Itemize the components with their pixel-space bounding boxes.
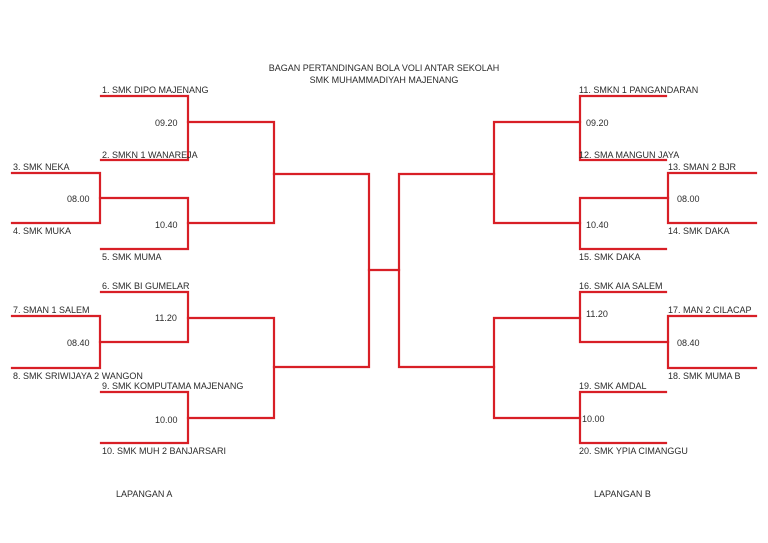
team-label: 4. SMK MUKA [13,226,71,236]
team-label: 14. SMK DAKA [668,226,730,236]
team-label: 20. SMK YPIA CIMANGGU [579,446,688,456]
match-time: 10.40 [586,220,609,230]
line-team7 [10,314,102,370]
line-team19 [578,390,668,445]
line-team15 [578,196,670,251]
line-right-bottom-semi [492,316,582,420]
match-time: 08.40 [67,338,90,348]
line-right-top-semi [492,120,582,225]
team-label: 8. SMK SRIWIJAYA 2 WANGON [13,371,143,381]
match-time: 08.40 [677,338,700,348]
line-left-final [272,172,371,369]
team-label: 17. MAN 2 CILACAP [668,305,752,315]
match-time: 10.40 [155,220,178,230]
line-team11 [578,94,668,162]
line-team16 [578,290,670,344]
line-team1 [99,94,190,162]
match-time: 11.20 [155,313,177,323]
team-label: 5. SMK MUMA [102,252,162,262]
team-label: 19. SMK AMDAL [579,381,647,391]
right-bracket-lines [367,94,758,445]
team-label: 11. SMKN 1 PANGANDARAN [579,85,698,95]
team-label: 2. SMKN 1 WANAREJA [102,150,198,160]
match-time: 11.20 [586,309,608,319]
team-label: 13. SMAN 2 BJR [668,162,737,172]
team-label: 12. SMA MANGUN JAYA [579,150,679,160]
match-time: 10.00 [582,414,605,424]
bracket-title-line1: BAGAN PERTANDINGAN BOLA VOLI ANTAR SEKOL… [269,63,500,73]
team-label: 16. SMK AIA SALEM [579,281,663,291]
team-label: 10. SMK MUH 2 BANJARSARI [102,446,226,456]
team-label: 15. SMK DAKA [579,252,641,262]
court-a-label: LAPANGAN A [116,489,172,499]
match-time: 09.20 [586,118,609,128]
team-label: 9. SMK KOMPUTAMA MAJENANG [102,381,243,391]
match-time: 10.00 [155,415,178,425]
team-label: 7. SMAN 1 SALEM [13,305,90,315]
match-time: 08.00 [677,194,700,204]
line-right-final [397,172,496,369]
match-time: 09.20 [155,118,178,128]
court-b-label: LAPANGAN B [594,489,651,499]
team-label: 1. SMK DIPO MAJENANG [102,85,209,95]
team-label: 18. SMK MUMA B [668,371,741,381]
team-label: 3. SMK NEKA [13,162,70,172]
team-label: 6. SMK BI GUMELAR [102,281,190,291]
line-left-bottom-semi [186,316,276,420]
line-team17 [666,314,758,370]
line-left-top-semi [186,120,276,225]
match-time: 08.00 [67,194,90,204]
bracket-title-line2: SMK MUHAMMADIYAH MAJENANG [310,75,459,85]
